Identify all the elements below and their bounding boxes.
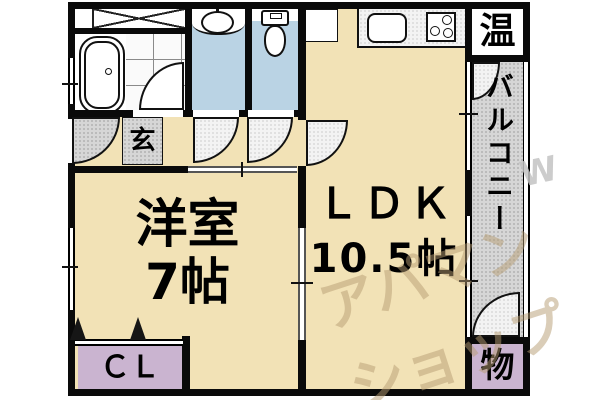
wall-toprooms-c	[239, 110, 248, 117]
toilet-door-arc	[247, 117, 293, 163]
genkan-box	[122, 117, 163, 165]
burner-icon	[430, 26, 440, 36]
window-tick	[459, 280, 478, 282]
kitchen-sink-icon	[367, 13, 407, 43]
wall-storage-left	[465, 344, 472, 396]
window-tick	[62, 266, 78, 268]
wall-right-top	[523, 2, 530, 60]
wall-toprooms-a	[68, 110, 133, 117]
ldk-floor	[306, 9, 465, 389]
wall-ldk-left-a	[298, 2, 306, 120]
laundry-divider	[92, 9, 94, 28]
wall-bath-wash	[185, 2, 192, 117]
ldk-name: ＬＤＫ	[316, 179, 455, 228]
wall-hall-bottom	[68, 166, 188, 173]
western-room-window	[68, 228, 75, 310]
water-heater-box	[472, 9, 523, 55]
burner-icon	[443, 28, 453, 38]
wall-ldk-left-b	[298, 166, 306, 228]
washroom-door-threshold	[193, 110, 239, 117]
genkan-label: 玄	[129, 126, 156, 156]
toilet-button	[270, 13, 282, 19]
balcony-railing	[523, 62, 530, 337]
storage-box	[472, 344, 523, 389]
wall-closet-right	[182, 336, 190, 396]
balcony-window-mullion	[465, 170, 472, 216]
wall-ldk-left-c	[298, 340, 306, 396]
wall-left	[68, 2, 75, 396]
wall-wash-toilet	[245, 2, 252, 117]
wall-heater-bottom	[465, 55, 530, 62]
closet-box	[78, 346, 182, 389]
watermark-mark: W	[516, 148, 562, 196]
western-room-size: 7帖	[145, 253, 230, 311]
toilet-door-threshold	[248, 110, 294, 117]
wall-laundry-bottom	[68, 28, 185, 34]
wall-toprooms-b	[183, 110, 193, 117]
water-heater-label: 温	[479, 11, 516, 52]
bathtub-drain-icon	[105, 68, 112, 75]
ldk-size: 10.5帖	[309, 236, 459, 282]
bathtub-inner	[84, 41, 120, 109]
balcony-label: バルコニー	[482, 72, 515, 237]
sliding-door-tick	[241, 162, 243, 177]
laundry-cross-icon	[93, 9, 185, 28]
bath-door-threshold	[133, 110, 183, 117]
wall-heater-left	[465, 2, 472, 62]
wall-toprooms-d	[294, 110, 306, 117]
refrigerator-space-icon	[302, 9, 338, 42]
wall-right-bottom	[523, 337, 530, 396]
western-room-name: 洋室	[135, 195, 240, 255]
window-tick	[62, 83, 78, 85]
ldk-western-sliding-door	[298, 228, 306, 340]
closet-door-pull-icon	[130, 317, 146, 340]
burner-icon	[442, 15, 452, 25]
closet-sliding-door	[75, 339, 183, 346]
closet-label: ＣＬ	[100, 350, 160, 385]
balcony-floor	[472, 62, 523, 337]
window-tick	[459, 113, 478, 115]
closet-door-pull-icon	[70, 317, 86, 340]
storage-label: 物	[480, 346, 515, 386]
toilet-bowl-icon	[264, 25, 286, 57]
entry-door-opening	[68, 119, 75, 163]
sliding-door-tick	[291, 282, 313, 284]
wall-storage-top	[465, 337, 530, 344]
washbasin-sink-icon	[201, 11, 234, 34]
bathroom-window	[68, 58, 75, 104]
